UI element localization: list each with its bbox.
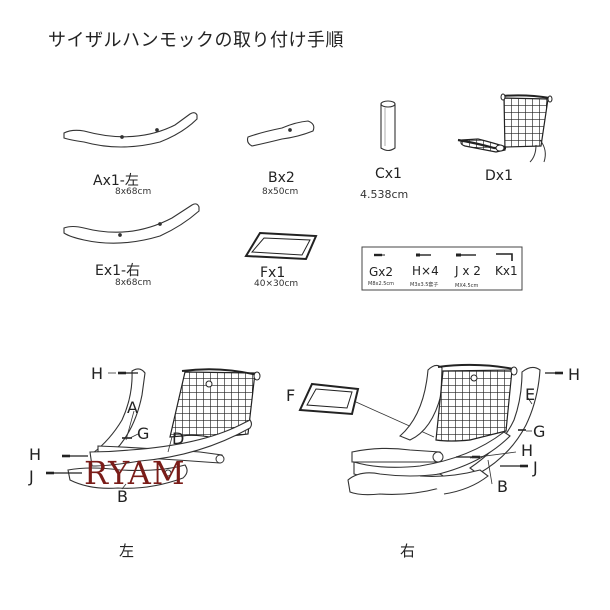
hardware-g-label: Gx2 [369,265,394,279]
hardware-h-size: M3x3.5套子 [410,282,439,288]
assembly-left [46,368,261,490]
part-f-size: 40×30cm [254,279,299,289]
part-c-tube [380,100,396,152]
left-label-j: J [29,467,34,486]
part-f-label: Fx1 [260,265,286,281]
part-f-tray [244,231,318,261]
right-label-h2: H [521,441,534,460]
right-label-h1: H [568,365,581,384]
part-c-size: 4.538cm [360,188,409,201]
left-label-h2: H [29,445,42,464]
part-d-label: Dx1 [485,168,513,184]
part-d-hammock [457,93,553,163]
caption-left: 左 [119,542,135,560]
right-label-b: B [497,477,508,496]
left-label-a: A [127,398,138,417]
part-a-rocker [63,112,198,148]
part-e-rocker [63,203,200,244]
left-label-b: B [117,487,128,506]
left-label-h1: H [91,364,104,383]
hardware-j-label: J x 2 [455,264,481,278]
hardware-g-size: M8x2.5cm [368,281,395,287]
hardware-k-label: Kx1 [495,264,518,278]
hardware-j-size: MX4.5cm [455,283,479,289]
caption-right: 右 [400,542,416,560]
part-b-size: 8x50cm [262,187,299,197]
right-label-f: F [286,386,296,405]
part-a-size: 8x68cm [115,187,152,197]
hardware-box [361,246,523,291]
part-e-size: 8x68cm [115,278,152,288]
right-label-e: E [525,385,536,404]
right-label-g: G [533,422,546,441]
part-b-arm [246,120,315,147]
part-c-label: Cx1 [375,166,402,182]
right-label-j: J [533,458,538,477]
assembly-right [298,363,563,496]
watermark: RYAM [84,454,186,492]
part-a-label: Ax1-左 [93,173,139,189]
left-label-g: G [137,424,150,443]
page-title: サイザルハンモックの取り付け手順 [48,30,344,51]
left-label-d: D [172,429,185,448]
part-b-label: Bx2 [268,170,295,186]
part-e-label: Ex1-右 [95,263,141,279]
hardware-h-label: H×4 [412,264,439,278]
